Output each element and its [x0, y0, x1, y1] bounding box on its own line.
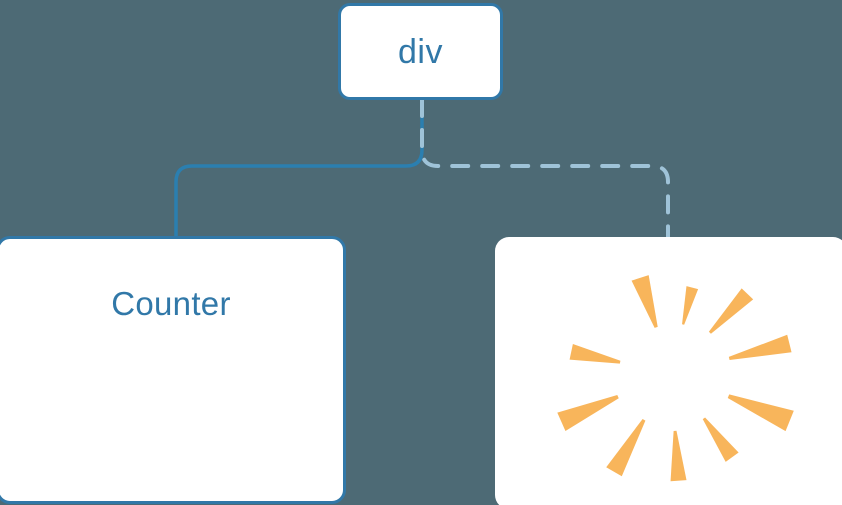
burst-rays-icon [557, 275, 794, 482]
edge-div-burst [420, 98, 670, 240]
node-div-label: div [398, 32, 443, 71]
edge-div-counter [174, 98, 424, 238]
node-div[interactable]: div [338, 3, 503, 100]
node-burst[interactable] [495, 237, 842, 505]
burst-ray-7 [670, 430, 687, 482]
burst-ray-1 [631, 275, 658, 328]
burst-ray-10 [569, 343, 621, 364]
burst-ray-2 [682, 286, 699, 325]
node-counter-title: Counter [111, 285, 231, 322]
burst-ray-8 [606, 418, 646, 477]
burst-ray-3 [708, 288, 754, 334]
burst-ray-6 [702, 417, 739, 462]
burst-ray-9 [557, 394, 619, 431]
burst-ray-5 [727, 394, 794, 432]
node-counter[interactable]: Counter count 0 [0, 236, 346, 504]
burst-ray-4 [728, 334, 792, 361]
